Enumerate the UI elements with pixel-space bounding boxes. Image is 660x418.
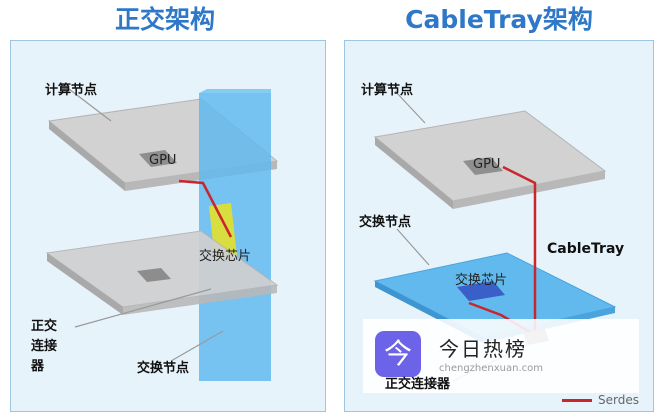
ortho-connector-label: 正交连接器: [31, 319, 58, 374]
gpu-chip: [139, 150, 177, 167]
orthogonal-architecture-title: 正交架构: [114, 5, 215, 34]
cabletray-cable: [502, 165, 537, 335]
watermark-logo-icon: 今: [375, 331, 421, 377]
watermark-url: chengzhenxuan.com: [439, 363, 544, 374]
cabletray-architecture-title: CableTray架构: [405, 5, 593, 34]
switch-chip: [457, 281, 505, 301]
lower-chip: [137, 268, 171, 282]
gpu-label: GPU: [473, 157, 501, 172]
switch-node-label: 交换节点: [359, 215, 412, 230]
gpu-chip: [463, 157, 503, 175]
legend: Serdes: [562, 393, 639, 407]
compute-node-label: 计算节点: [361, 83, 414, 98]
switch-node-label: 交换节点: [137, 361, 190, 376]
lower-board: [45, 230, 279, 315]
compute-node-label: 计算节点: [45, 83, 98, 98]
cabletray-architecture-panel: 计算节点 GPU 交换节点 交换芯片 CableTray 今 今日热榜 chen…: [344, 40, 654, 412]
serdes-line-left: [178, 179, 233, 238]
watermark-site-name: 今日热榜: [439, 337, 527, 361]
switch-node-plane: [199, 93, 271, 381]
ortho-connector-label: 正交连接器: [385, 377, 451, 392]
orthogonal-diagram: [45, 88, 279, 381]
serdes-legend-swatch: [562, 399, 593, 402]
serdes-legend-label: Serdes: [598, 393, 639, 407]
switch-chip-label: 交换芯片: [199, 249, 252, 264]
watermark-overlay: 今 今日热榜 chengzhenxuan.com: [363, 319, 639, 393]
switch-chip-label: 交换芯片: [455, 273, 508, 288]
gpu-label: GPU: [149, 153, 177, 168]
orthogonal-architecture-panel: 计算节点 GPU 交换芯片 正交连接器 交换节点: [10, 40, 326, 412]
compute-node-board: [373, 110, 607, 209]
cabletray-label: CableTray: [547, 241, 625, 257]
